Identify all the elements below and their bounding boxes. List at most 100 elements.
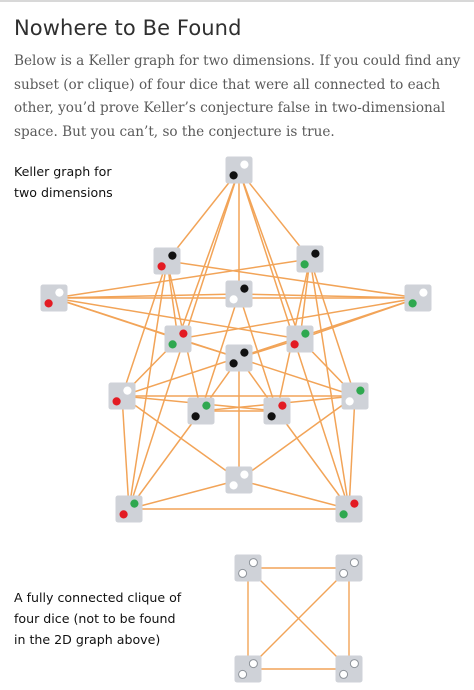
die-face [153, 247, 181, 275]
die-face [108, 382, 136, 410]
die-d13 [263, 397, 291, 425]
clique-label: A fully connected clique of four dice (n… [14, 587, 204, 650]
die-d16 [335, 495, 363, 523]
edge-d15-d14 [128, 479, 240, 510]
edge-d16-d14 [238, 479, 350, 510]
die-face [40, 284, 68, 312]
clique-die-c1 [234, 554, 262, 582]
die-d8 [286, 325, 314, 353]
pip-hollow [349, 558, 359, 568]
keller-label-line-1: Keller graph for [14, 164, 112, 179]
keller-edges [53, 169, 419, 510]
die-face [263, 397, 291, 425]
edge-d1-d8 [238, 169, 301, 340]
die-face [335, 495, 363, 523]
die-d6 [225, 280, 253, 308]
page-title: Nowhere to Be Found [14, 16, 242, 40]
pip-red [112, 397, 121, 406]
edge-d10-d15 [121, 395, 130, 510]
pip-black [240, 284, 249, 293]
edge-d3-d8 [299, 297, 419, 340]
pip-white [240, 470, 249, 479]
top-rule [0, 0, 474, 2]
edge-d1-d4 [166, 169, 240, 262]
clique-die-c4 [335, 655, 363, 683]
pip-red [157, 262, 166, 271]
die-d11 [341, 382, 369, 410]
keller-graph-label: Keller graph for two dimensions [14, 161, 164, 203]
pip-white [419, 288, 428, 297]
pip-green [202, 401, 211, 410]
pip-green [356, 386, 365, 395]
die-d4 [153, 247, 181, 275]
clique-dice [234, 554, 363, 683]
edge-d2-d5 [53, 258, 311, 299]
die-d15 [115, 495, 143, 523]
die-face [225, 156, 253, 184]
pip-green [301, 329, 310, 338]
pip-hollow [248, 659, 258, 669]
die-face [225, 344, 253, 372]
pip-hollow [339, 669, 349, 679]
edge-d2-d7 [53, 297, 179, 340]
die-face [225, 466, 253, 494]
clique-label-line-1: A fully connected clique of [14, 590, 182, 605]
pip-hollow [349, 659, 359, 669]
die-face [335, 554, 363, 582]
pip-green [300, 260, 309, 269]
edge-d3-d7 [177, 297, 419, 340]
clique-die-c2 [335, 554, 363, 582]
pip-white [123, 386, 132, 395]
die-d2 [40, 284, 68, 312]
pip-red [290, 340, 299, 349]
edge-d2-d6 [53, 293, 240, 299]
pip-green [339, 510, 348, 519]
die-face [164, 325, 192, 353]
clique-edges [247, 567, 350, 670]
pip-red [44, 299, 53, 308]
die-face [296, 245, 324, 273]
die-face [286, 325, 314, 353]
die-face [404, 284, 432, 312]
intro-paragraph: Below is a Keller graph for two dimensio… [14, 53, 461, 140]
pip-black [191, 412, 200, 421]
edge-d2-d8 [53, 297, 301, 340]
pip-green [130, 499, 139, 508]
die-face [187, 397, 215, 425]
clique-label-line-3: in the 2D graph above) [14, 632, 161, 647]
pip-white [55, 288, 64, 297]
pip-black [229, 359, 238, 368]
edge-d16-d13 [276, 410, 350, 510]
pip-red [179, 329, 188, 338]
die-face [225, 280, 253, 308]
edge-d5-d16 [309, 258, 350, 510]
edge-d11-d16 [348, 395, 356, 510]
pip-hollow [339, 568, 349, 578]
edge-d3-d4 [166, 260, 419, 299]
die-d5 [296, 245, 324, 273]
die-face [115, 495, 143, 523]
die-d7 [164, 325, 192, 353]
pip-white [240, 160, 249, 169]
pip-green [408, 299, 417, 308]
pip-black [168, 251, 177, 260]
clique-edge-c2-c3 [247, 567, 350, 670]
die-d14 [225, 466, 253, 494]
die-d3 [404, 284, 432, 312]
clique-die-c3 [234, 655, 262, 683]
die-d10 [108, 382, 136, 410]
pip-white [229, 295, 238, 304]
edge-d1-d5 [238, 169, 311, 260]
die-face [234, 655, 262, 683]
die-d9 [225, 344, 253, 372]
keller-dice [40, 156, 432, 523]
pip-hollow [238, 669, 248, 679]
edge-d3-d6 [238, 293, 419, 299]
pip-black [311, 249, 320, 258]
pip-red [278, 401, 287, 410]
pip-hollow [238, 568, 248, 578]
pip-hollow [248, 558, 258, 568]
edge-d1-d7 [177, 169, 240, 340]
pip-red [350, 499, 359, 508]
